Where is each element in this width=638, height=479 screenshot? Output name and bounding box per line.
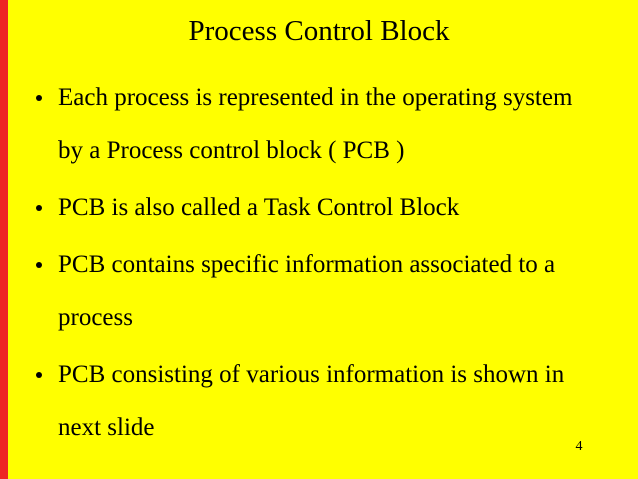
bullet-dot-icon	[36, 262, 42, 268]
bullet-item: PCB contains specific information associ…	[35, 238, 593, 344]
bullet-text: PCB consisting of various information is…	[58, 361, 565, 441]
bullet-text: Each process is represented in the opera…	[58, 84, 573, 164]
bullet-text: PCB is also called a Task Control Block	[58, 194, 460, 221]
bullet-text: PCB contains specific information associ…	[58, 251, 556, 331]
bullet-item: PCB consisting of various information is…	[35, 348, 593, 454]
bullet-item: Each process is represented in the opera…	[35, 71, 593, 177]
slide-title: Process Control Block	[188, 15, 450, 47]
bullet-dot-icon	[36, 95, 42, 101]
bullet-dot-icon	[36, 205, 42, 211]
bullet-dot-icon	[36, 372, 42, 378]
bullet-list: Each process is represented in the opera…	[35, 71, 593, 458]
bullet-item: PCB is also called a Task Control Block	[35, 181, 593, 234]
left-accent-stripe	[0, 0, 8, 479]
page-number: 4	[575, 439, 583, 454]
